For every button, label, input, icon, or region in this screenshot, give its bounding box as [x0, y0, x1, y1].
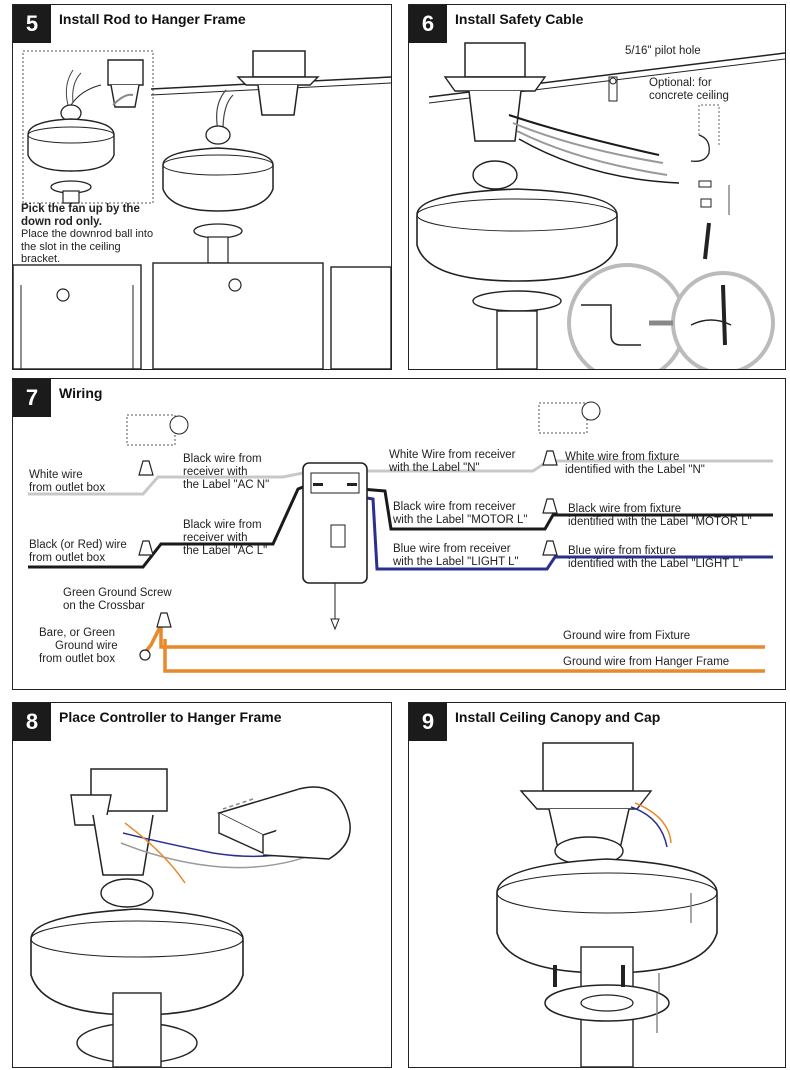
blue-recv-light-label-2: with the Label "LIGHT L"	[393, 556, 519, 568]
step-5-panel: 5 Install Rod to Hanger Frame	[12, 4, 392, 370]
black-recv-acl-label-1: Black wire from	[183, 519, 262, 531]
step-number: 8	[13, 703, 51, 741]
optional-label-2: concrete ceiling	[649, 90, 729, 102]
bare-ground-label-3: from outlet box	[39, 653, 116, 665]
step-6-panel: 6 Install Safety Cable 5/16" pilot	[408, 4, 786, 370]
black-recv-acl-label-3: the Label "AC L"	[183, 545, 268, 557]
step-number: 7	[13, 379, 51, 417]
step-title: Place Controller to Hanger Frame	[59, 709, 282, 725]
step-7-wiring-diagram	[28, 401, 773, 673]
optional-label-1: Optional: for	[649, 77, 712, 89]
pilot-hole-label: 5/16" pilot hole	[625, 45, 701, 57]
step-7-panel: 7 Wiring	[12, 378, 786, 690]
black-recv-acn-label-2: receiver with	[183, 466, 248, 478]
step-title: Install Rod to Hanger Frame	[59, 11, 246, 27]
white-outlet-label-1: White wire	[29, 469, 83, 481]
white-outlet-label-2: from outlet box	[29, 482, 106, 494]
ground-wire-hanger	[163, 639, 765, 673]
step-title: Install Safety Cable	[455, 11, 584, 27]
step-number: 6	[409, 5, 447, 43]
white-recv-n-label-1: White Wire from receiver	[389, 449, 516, 461]
step-8-illustration	[30, 768, 351, 1067]
blue-recv-light-label-1: Blue wire from receiver	[393, 543, 511, 555]
black-recv-motor-label-2: with the Label "MOTOR L"	[393, 514, 528, 526]
step-6-illustration	[416, 42, 785, 369]
ground-screw-label-1: Green Ground Screw	[63, 587, 172, 599]
wire-connector	[138, 450, 558, 628]
bare-ground-label-1: Bare, or Green	[39, 627, 116, 639]
note-text: Place the downrod ball into the slot in …	[21, 228, 154, 265]
step-8-panel: 8 Place Controller to Hanger Frame	[12, 702, 392, 1068]
step-9-illustration	[496, 742, 718, 1067]
blue-fix-light-label-2: identified with the Label "LIGHT L"	[568, 558, 743, 570]
step-5-note: Pick the fan up by the down rod only. Pl…	[21, 203, 161, 266]
black-recv-acn-label-3: the Label "AC N"	[183, 479, 270, 491]
step-title: Install Ceiling Canopy and Cap	[455, 709, 661, 725]
step-9-panel: 9 Install Ceiling Canopy and Cap	[408, 702, 786, 1068]
white-fix-n-label-1: White wire from fixture	[565, 451, 680, 463]
white-fix-n-label-2: identified with the Label "N"	[565, 464, 705, 476]
blue-fix-light-label-1: Blue wire from fixture	[568, 545, 677, 557]
black-recv-acn-label-1: Black wire from	[183, 453, 262, 465]
white-wire-n	[361, 459, 773, 473]
black-recv-motor-label-1: Black wire from receiver	[393, 501, 516, 513]
note-bold: Pick the fan up by the down rod only.	[21, 203, 140, 228]
step-number: 5	[13, 5, 51, 43]
white-recv-n-label-2: with the Label "N"	[389, 462, 480, 474]
bare-ground-label-2: Ground wire	[55, 640, 118, 652]
black-wire-motor	[360, 487, 773, 531]
white-wire-outlet	[28, 469, 314, 496]
black-fix-motor-label-1: Black wire from fixture	[568, 503, 682, 515]
ground-hanger-label: Ground wire from Hanger Frame	[563, 656, 730, 668]
black-outlet-label-1: Black (or Red) wire	[29, 539, 127, 551]
black-outlet-label-2: from outlet box	[29, 552, 106, 564]
ground-screw-label-2: on the Crossbar	[63, 600, 145, 612]
black-wire-outlet	[28, 481, 314, 569]
black-recv-acl-label-2: receiver with	[183, 532, 248, 544]
step-number: 9	[409, 703, 447, 741]
ground-fixture-label: Ground wire from Fixture	[563, 630, 691, 642]
step-title: Wiring	[59, 385, 103, 401]
blue-wire-light	[360, 495, 773, 571]
step-5-illustration	[13, 50, 391, 369]
black-fix-motor-label-2: identified with the Label "MOTOR L"	[568, 516, 752, 528]
